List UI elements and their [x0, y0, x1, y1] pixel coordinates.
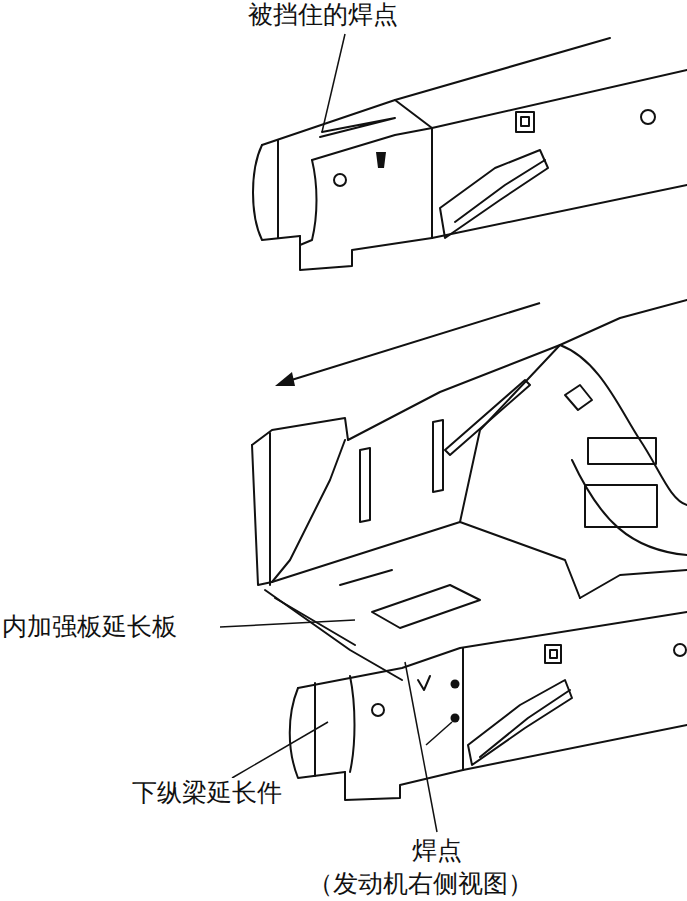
part-label: （发动机右侧视图）	[306, 869, 535, 899]
part-label: 焊点	[410, 836, 464, 866]
part-label: 下纵梁延长件	[130, 778, 284, 808]
part-label: 内加强板延长板	[0, 612, 179, 642]
part-label: 被挡住的焊点	[246, 0, 400, 30]
